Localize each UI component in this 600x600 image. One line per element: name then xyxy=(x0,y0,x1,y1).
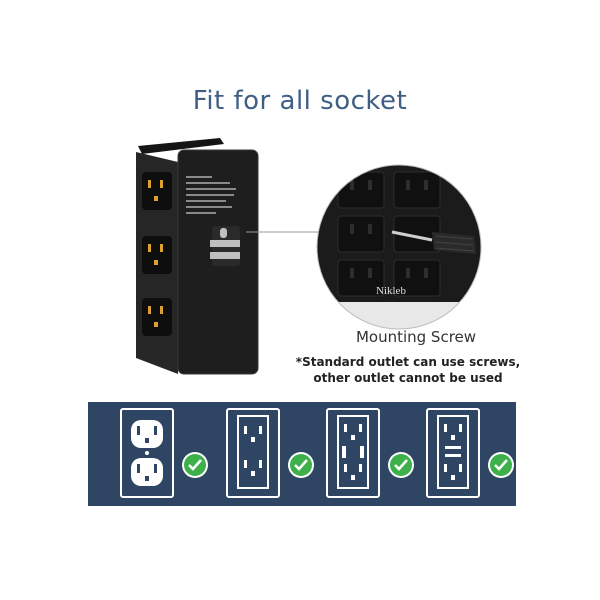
note-line-2: other outlet cannot be used xyxy=(313,371,503,385)
page-title: Fit for all socket xyxy=(192,86,408,116)
check-icon xyxy=(390,454,412,476)
check-icon xyxy=(290,454,312,476)
outlet-extender-image xyxy=(136,138,259,375)
screw-note: *Standard outlet can use screws, other o… xyxy=(288,354,528,386)
mounting-screw-zoom: Nikleb xyxy=(316,164,482,330)
gfci-outlet-icon xyxy=(426,408,480,498)
check-icon xyxy=(184,454,206,476)
brand-label: Nikleb xyxy=(376,285,406,297)
switch-outlet-icon xyxy=(326,408,380,498)
compatible-outlets-band xyxy=(88,402,516,506)
mounting-screw-label: Mounting Screw xyxy=(355,328,477,346)
decora-outlet-icon xyxy=(226,408,280,498)
check-icon xyxy=(490,454,512,476)
duplex-outlet-icon xyxy=(120,408,174,498)
note-line-1: *Standard outlet can use screws, xyxy=(295,355,521,369)
connector-line xyxy=(246,231,322,233)
